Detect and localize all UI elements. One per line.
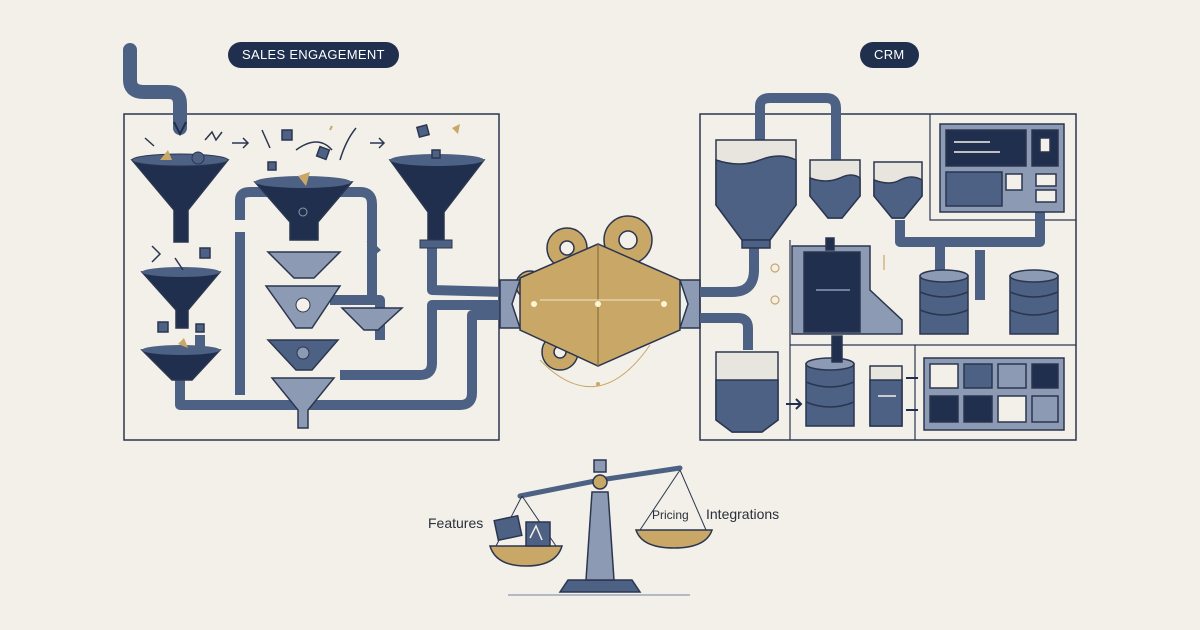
features-label: Features [428, 515, 484, 531]
integrations-label: Integrations [706, 506, 780, 522]
sales-engagement-label: SALES ENGAGEMENT [228, 42, 399, 68]
left-pipes [175, 187, 506, 410]
document-card [791, 237, 903, 335]
scattered-fragments [144, 123, 441, 333]
funnel-column-1 [130, 150, 230, 381]
funnel-column-3 [366, 154, 486, 260]
crm-panel [699, 93, 1077, 441]
central-connector [499, 215, 701, 388]
server-unit [869, 365, 903, 427]
sales-engagement-panel [123, 43, 506, 441]
crm-label: CRM [860, 42, 919, 68]
pricing-label: Pricing [652, 508, 689, 522]
inlet-pipe [123, 43, 187, 135]
storage-tanks [715, 139, 923, 433]
database-icon [805, 269, 1059, 427]
dashboard-screen [939, 123, 1065, 213]
funnel-column-2 [253, 172, 404, 429]
grid-panel [923, 357, 1065, 431]
balance-scale-icon [488, 459, 714, 596]
